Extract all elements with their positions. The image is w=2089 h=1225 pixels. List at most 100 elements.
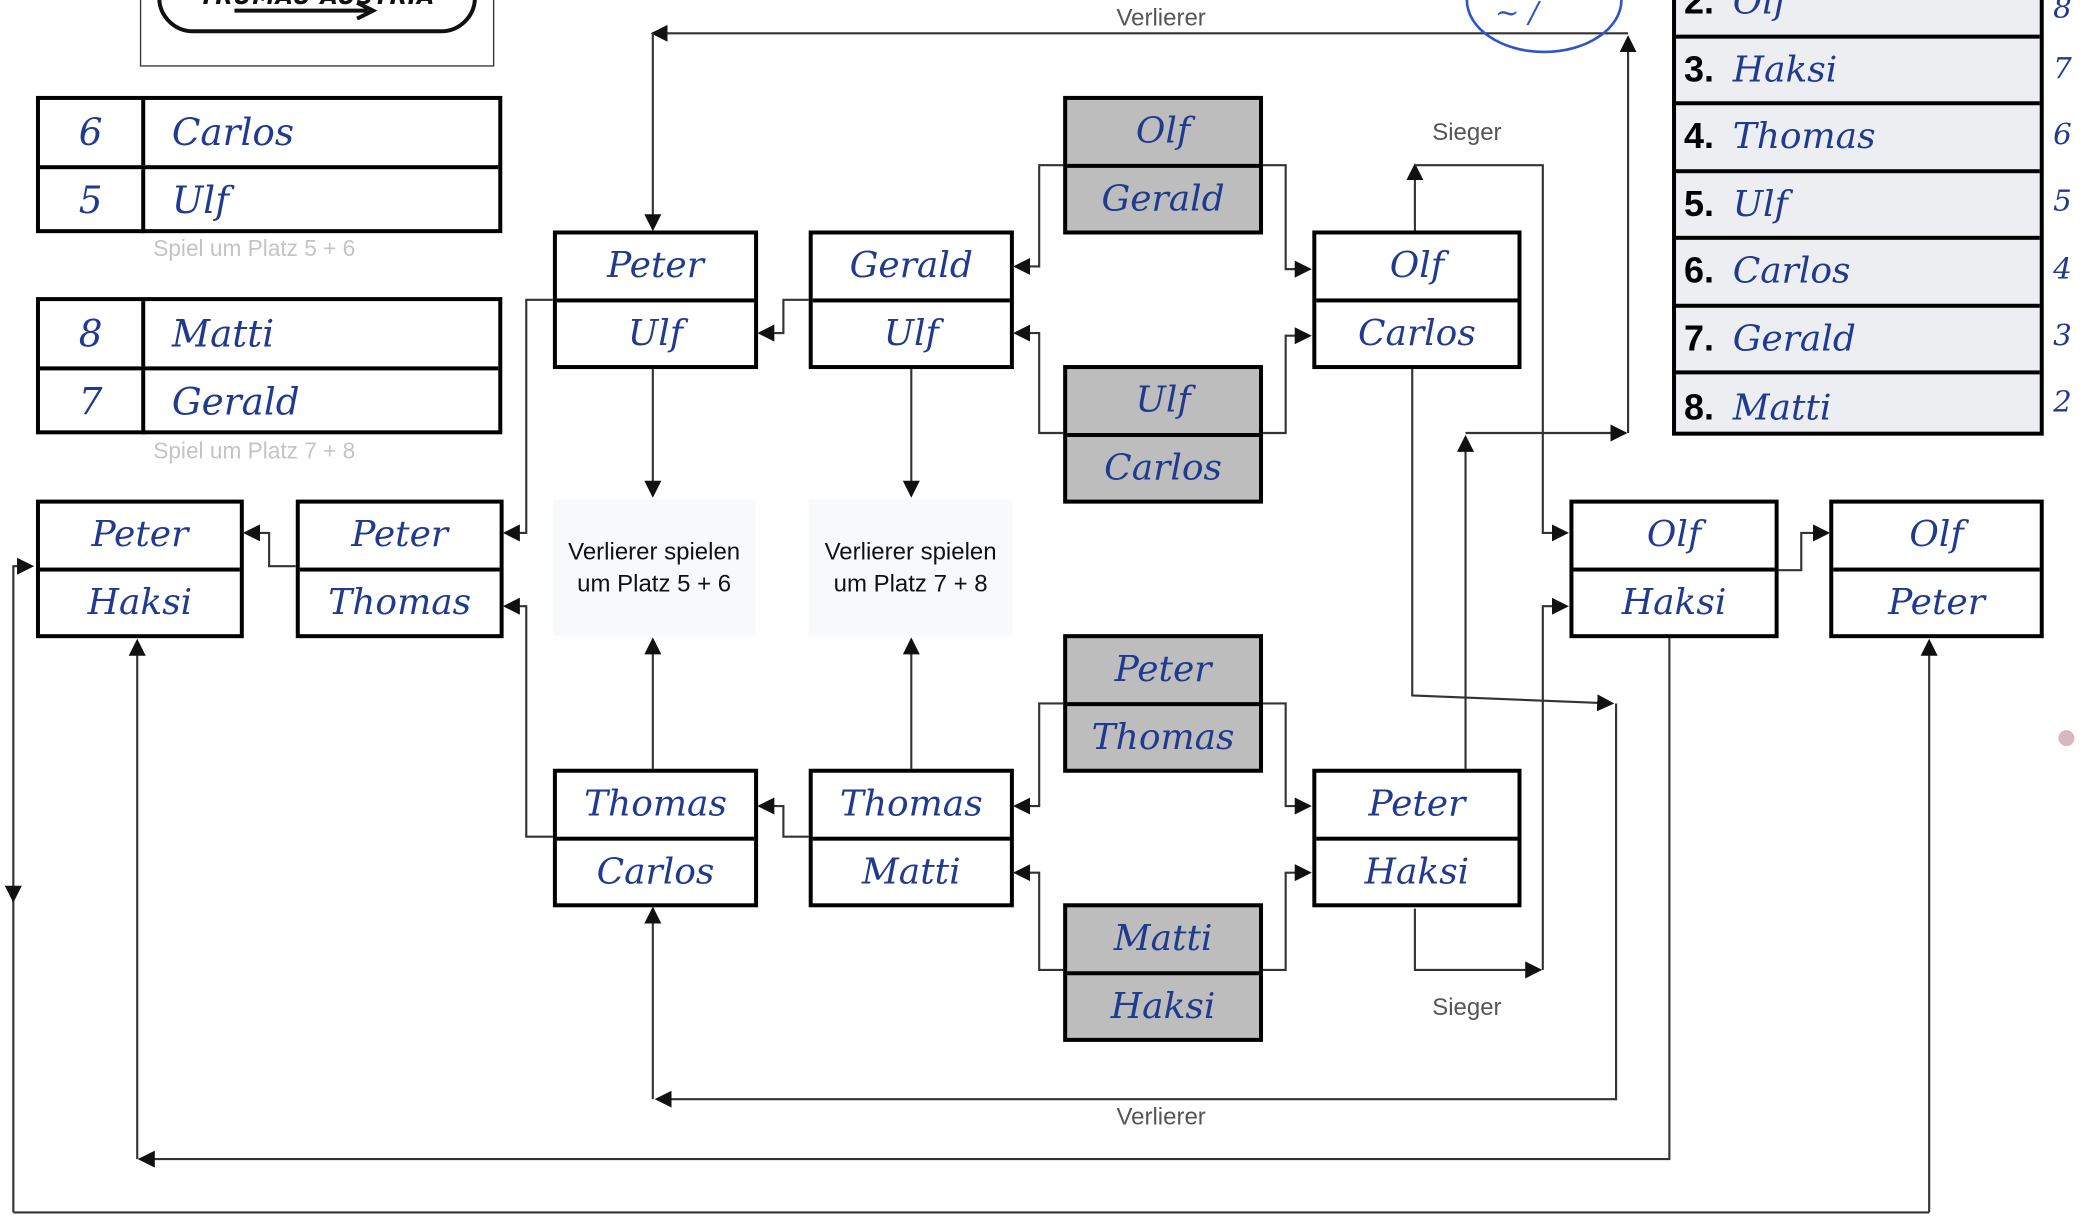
paper-smudge [2058, 730, 2075, 747]
ranking-row: 3. Haksi [1676, 38, 2040, 106]
match-player: Peter [91, 514, 189, 556]
note-platz-7-8: Verlierer spielen um Platz 7 + 8 [808, 499, 1013, 636]
placement-row: 5 Ulf [39, 164, 499, 234]
match-box-grand-final: Olf Peter [1829, 499, 2044, 639]
match-box-winners-final: Olf Haksi [1569, 499, 1779, 639]
match-player: Thomas [299, 566, 500, 634]
placement-player: Matti [171, 311, 275, 356]
placement-row: 7 Gerald [39, 365, 499, 435]
match-player: Olf [1389, 245, 1445, 287]
match-player: Matti [1113, 918, 1213, 960]
ranking-points: 4 [2053, 253, 2072, 287]
placement-number: 8 [40, 301, 146, 366]
match-player: Haksi [39, 566, 240, 634]
match-box-round1-top2: Ulf Carlos [1063, 365, 1264, 504]
rank-number: 7. [1684, 318, 1715, 359]
placement-player: Gerald [171, 380, 300, 425]
rank-number: 2. [1684, 0, 1715, 22]
match-box-round1-bot2: Matti Haksi [1063, 903, 1264, 1042]
match-player: Olf [1646, 514, 1702, 556]
match-player: Thomas [1067, 701, 1260, 768]
placement-player: Carlos [171, 110, 295, 155]
note-line: Verlierer spielen [568, 537, 741, 565]
placement-number: 5 [40, 168, 146, 234]
ranking-row: 7. Gerald [1676, 307, 2040, 375]
match-box-p56-top: Peter Ulf [552, 230, 759, 370]
logo-brand-text: TRUMAU AUSTRIA [199, 0, 435, 11]
match-player: Thomas [839, 783, 983, 826]
match-player: Gerald [1067, 163, 1260, 230]
match-player: Peter [1833, 566, 2040, 634]
match-player: Matti [812, 836, 1010, 903]
label-sieger-bottom: Sieger [1432, 993, 1502, 1021]
scribble-mark: ~ / [1494, 0, 1539, 31]
match-player: Gerald [849, 245, 973, 287]
ranking-points: 3 [2053, 319, 2072, 354]
rank-number: 5. [1684, 183, 1715, 224]
match-player: Ulf [1135, 380, 1191, 422]
ranking-points: 5 [2053, 185, 2072, 219]
label-verlierer-bottom: Verlierer [1116, 1103, 1206, 1130]
match-player: Carlos [1316, 297, 1518, 365]
match-box-p56-bottom: Thomas Carlos [552, 768, 759, 908]
rank-number: 3. [1684, 48, 1715, 89]
match-player: Olf [1135, 110, 1191, 153]
ranking-row: 2. Olf [1676, 0, 2040, 38]
rank-player: Olf [1732, 0, 1788, 23]
match-player: Peter [1368, 783, 1466, 826]
match-player: Haksi [1316, 836, 1518, 903]
ranking-points: 2 [2053, 386, 2072, 420]
match-player: Haksi [1067, 970, 1260, 1038]
match-box-loser-final: Peter Thomas [295, 499, 504, 639]
ranking-points: 6 [2053, 118, 2072, 152]
ranking-points: 8 [2053, 0, 2072, 26]
match-player: Carlos [1067, 432, 1260, 499]
trumau-austria-logo: TRUMAU AUSTRIA [139, 0, 495, 67]
match-player: Ulf [556, 297, 755, 365]
ranking-row: 4. Thomas [1676, 105, 2040, 173]
note-line: um Platz 7 + 8 [833, 570, 988, 597]
match-player: Haksi [1573, 566, 1775, 634]
match-player: Peter [1114, 649, 1212, 691]
final-ranking-table: 2. Olf 3. Haksi 4. Thomas 5.Ulf 6. Carlos 7.… [1672, 0, 2044, 436]
placement-table-5-6: 6 Carlos 5 Ulf [35, 95, 503, 234]
match-box-round1-top1: Olf Gerald [1063, 95, 1264, 235]
rank-number: 4. [1684, 116, 1715, 157]
note-platz-5-6: Verlierer spielen um Platz 5 + 6 [552, 499, 756, 636]
rank-number: 6. [1684, 250, 1715, 291]
ranking-points: 7 [2053, 53, 2072, 87]
placement-player: Ulf [171, 178, 230, 223]
placement-table-7-8: 8 Matti 7 Gerald [35, 297, 503, 435]
caption-platz-7-8: Spiel um Platz 7 + 8 [153, 438, 356, 464]
rank-player: Gerald [1732, 318, 1856, 360]
match-player: Peter [607, 245, 704, 287]
match-box-loser-final-2: Peter Haksi [35, 499, 244, 639]
match-player: Thomas [584, 783, 727, 826]
placement-row: 8 Matti [40, 301, 498, 366]
placement-number: 7 [40, 369, 146, 435]
match-player: Ulf [812, 297, 1010, 365]
ranking-row: 6. Carlos [1676, 240, 2040, 308]
placement-number: 6 [40, 99, 146, 165]
logo-arrow-icon [234, 1, 378, 20]
caption-platz-5-6: Spiel um Platz 5 + 6 [153, 235, 356, 262]
match-box-round1-bot1: Peter Thomas [1063, 634, 1264, 773]
match-player: Olf [1909, 514, 1964, 556]
note-line: um Platz 5 + 6 [577, 570, 732, 597]
match-box-losers-bottom: Thomas Matti [808, 768, 1014, 908]
rank-player: Haksi [1732, 48, 1838, 91]
match-box-winners-bottom: Peter Haksi [1312, 768, 1522, 908]
note-line: Verlierer spielen [824, 537, 997, 565]
label-verlierer-top: Verlierer [1116, 3, 1206, 31]
placement-row: 6 Carlos [40, 99, 498, 165]
ranking-row: 5.Ulf [1676, 173, 2040, 240]
match-player: Carlos [556, 836, 755, 903]
rank-player: Matti [1732, 387, 1832, 429]
rank-player: Thomas [1732, 116, 1876, 158]
label-sieger-top: Sieger [1432, 118, 1502, 146]
rank-player: Carlos [1732, 250, 1851, 293]
ranking-row: 8.Matti [1676, 374, 2040, 441]
match-player: Peter [351, 514, 449, 556]
